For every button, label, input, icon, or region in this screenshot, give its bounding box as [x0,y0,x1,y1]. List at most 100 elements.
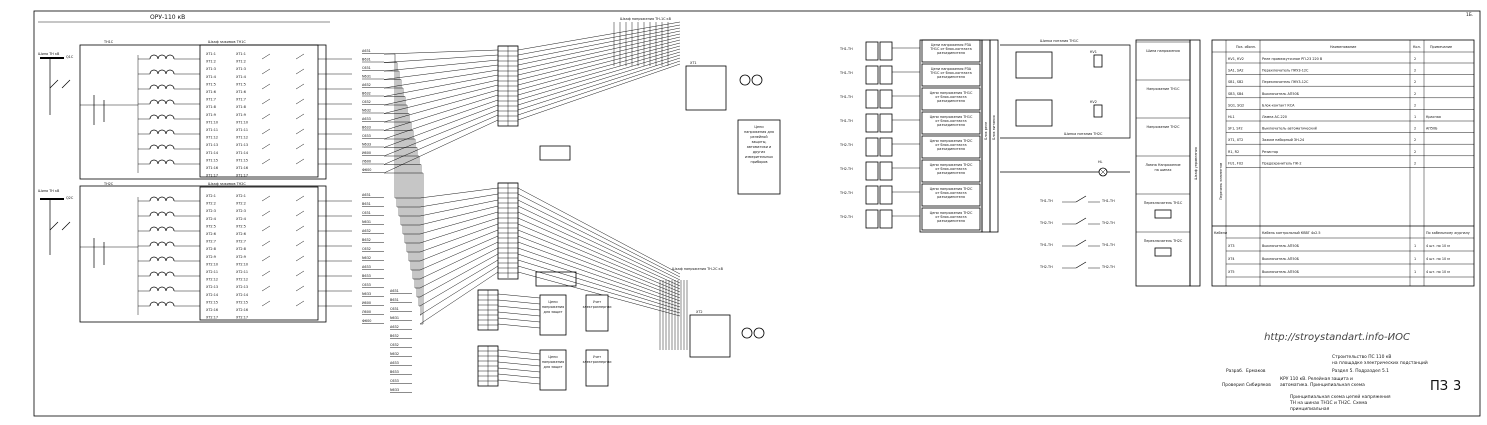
bundle-wire [517,247,681,305]
t2-breaker-label: Q2С [66,196,74,200]
coil-icon [149,241,159,247]
switch-contact-icon [1075,195,1087,203]
cable-label: В632 [390,334,399,338]
coil-icon [157,114,167,120]
relay-left-label: ТН2-ТН [839,143,853,147]
text-line: разъединителя [937,219,965,223]
spec-cell-name: Переключатель ПКУ3-12С [1262,69,1309,73]
cabinet-switch [261,158,271,165]
coil-icon [165,84,175,90]
spec-cell-qty: 2 [1414,80,1416,84]
relay-coil-icon [879,185,893,205]
terminal-label: ХТ2:5 [206,224,216,228]
switch-label: ТН1-ТН [1101,243,1115,247]
aux-block-3 [539,349,567,391]
terminal-label: ХТ2:2 [206,202,216,206]
relay-left-label: ТН2-ТН [839,167,853,171]
coil-icon [165,241,175,247]
bundle-wire [419,253,499,298]
terminal-label: ХТ2:15 [236,300,248,304]
cable-label: Ф600 [362,168,371,172]
aux-wire [497,293,541,299]
switchgear-title: ОРУ-110 кВ [150,14,185,21]
switch-contact-icon [1075,217,1087,225]
cable-label: N632 [362,109,371,113]
spec-lower-title: Кабели [1214,231,1227,235]
spec-cell-name: Реле промежуточное РП-23 220 В [1262,57,1323,61]
spec-header: Кол. [1413,45,1421,49]
cable-label: А633 [390,361,399,365]
bundle-wire [384,130,420,280]
bundle-wire [383,89,499,123]
cable-label: С631 [362,66,371,70]
coil-icon [149,226,159,232]
control-contact-box-2 [1015,99,1053,127]
title-block: http://stroystandart.info-ИОС Строительс… [1222,332,1461,412]
spec-cell-pos: FU1, FU2 [1228,161,1243,165]
cable-label: В633 [362,126,371,130]
spec-cell-pos: SB3, SB4 [1228,92,1243,96]
terminal-label: ХТ2:10 [206,262,218,266]
bundle-wire [517,205,681,284]
aux-wire [497,305,541,311]
bundle-wire [517,241,681,302]
text-line: Цепи напряжения ТН1С [930,91,973,95]
text-line: напряжения [542,305,564,309]
bundle-wire [383,94,499,131]
bundle-wire [383,54,499,63]
bundle-wire [383,104,499,148]
t1-cabinet-label: Шкаф зажимов ТН1С [208,40,246,44]
relay-left-label: ТН1-ТН [839,47,853,51]
coil-icon [149,286,159,292]
spec-cell-qty: 2 [1414,138,1416,142]
bundle-wire [383,64,499,80]
relay-contact-cell [921,63,981,87]
aux-block-1 [539,294,567,336]
spec-cell-pos: SQ1, SQ2 [1228,103,1244,107]
bundle-wire [383,74,499,97]
bundle-wire [419,217,499,244]
spec-cell-qty: 2 [1414,69,1416,73]
aux-wire [497,349,541,355]
text-line: Напряжение ТН1С [1147,87,1181,91]
bundle-wire [383,109,499,157]
bundle-wire [419,187,499,199]
cable-label: И600 [362,301,371,305]
switch-contact-icon [1075,239,1087,247]
cable-label: С632 [390,343,399,347]
relay-coil-icon [879,41,893,61]
tb-checked-label: Проверил [1222,382,1245,388]
terminal-label: ХТ2:9 [236,255,246,259]
upper-meter-icon-2 [751,74,763,86]
cabinet-switch [295,210,305,217]
cabinet-switch [261,210,271,217]
bundle-wire [419,235,499,271]
bundle-wire [384,79,420,226]
terminal-label: ХТ1:13 [206,143,218,147]
bundle-wire [517,54,681,106]
text-line: разъединителя [937,195,965,199]
aux-wire [497,311,541,317]
cable-label: А633 [362,117,371,121]
upper-cabinet-title: Шкаф напряжения ТН-1С кВ [620,17,672,21]
cabinet-switch [261,270,271,277]
bundle-wire [517,217,681,290]
coil-icon [165,54,175,60]
text-line: Цепи [548,355,557,359]
signal-item-text: Переключатель ТН2С [1144,239,1183,243]
relay-contact-cell [921,183,981,207]
bundle-wire [384,155,420,307]
text-line: от блок-контакта [935,215,966,219]
relay-coil-icon [879,161,893,181]
switch-label: ТН2-ТН [1039,265,1053,269]
coil-icon [165,114,175,120]
text-line: от блок-контакта [935,191,966,195]
text-line: Лампа Напряжение [1145,163,1180,167]
relay-coil-icon [865,65,879,85]
